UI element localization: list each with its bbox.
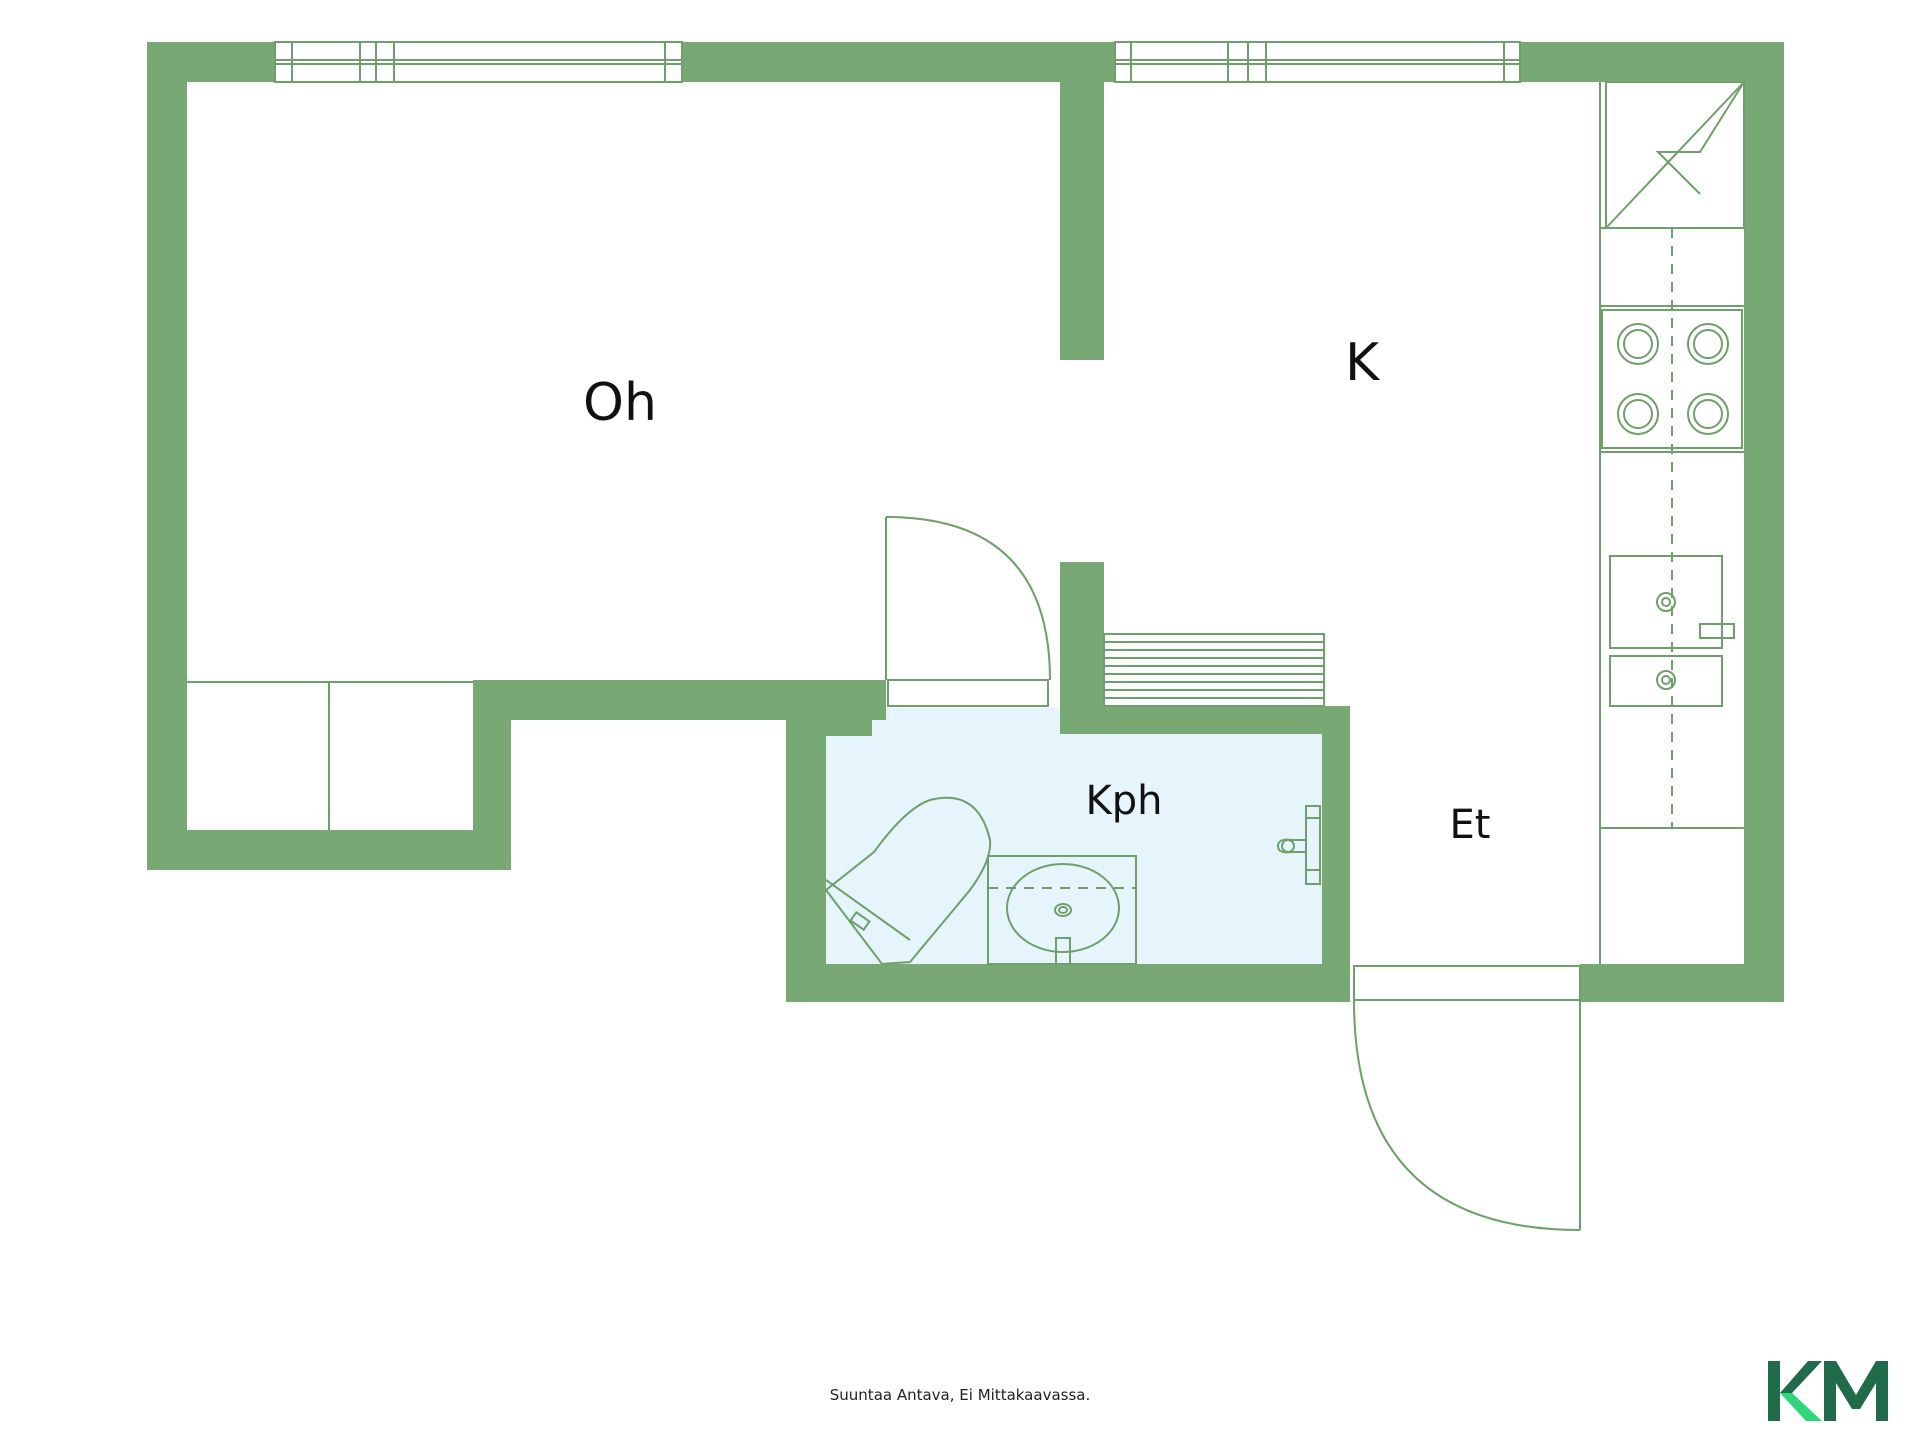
scale-disclaimer: Suuntaa Antava, Ei Mittakaavassa. bbox=[829, 1386, 1091, 1404]
door-oh bbox=[885, 516, 1051, 707]
bathroom-floor bbox=[826, 708, 1324, 966]
room-label-k: K bbox=[1345, 333, 1381, 393]
kitchen-counter bbox=[1599, 82, 1744, 964]
closets bbox=[187, 681, 473, 830]
kitchen-sink bbox=[1609, 555, 1735, 707]
room-label-oh: Oh bbox=[583, 373, 657, 433]
stove bbox=[1601, 309, 1743, 449]
km-logo-mark bbox=[1768, 1361, 1888, 1421]
fridge bbox=[1605, 81, 1745, 229]
window-k bbox=[1114, 41, 1521, 83]
fixtures bbox=[187, 41, 1745, 1231]
window-oh bbox=[274, 41, 683, 83]
walls bbox=[147, 42, 1784, 1002]
toilet bbox=[824, 796, 992, 966]
radiator bbox=[1103, 633, 1325, 707]
door-entrance bbox=[1353, 965, 1581, 1231]
shower-faucet bbox=[1276, 805, 1321, 885]
room-label-kph: Kph bbox=[1086, 778, 1163, 824]
room-label-et: Et bbox=[1450, 802, 1491, 848]
km-logo bbox=[1768, 1361, 1888, 1421]
bathroom-sink bbox=[987, 855, 1137, 965]
